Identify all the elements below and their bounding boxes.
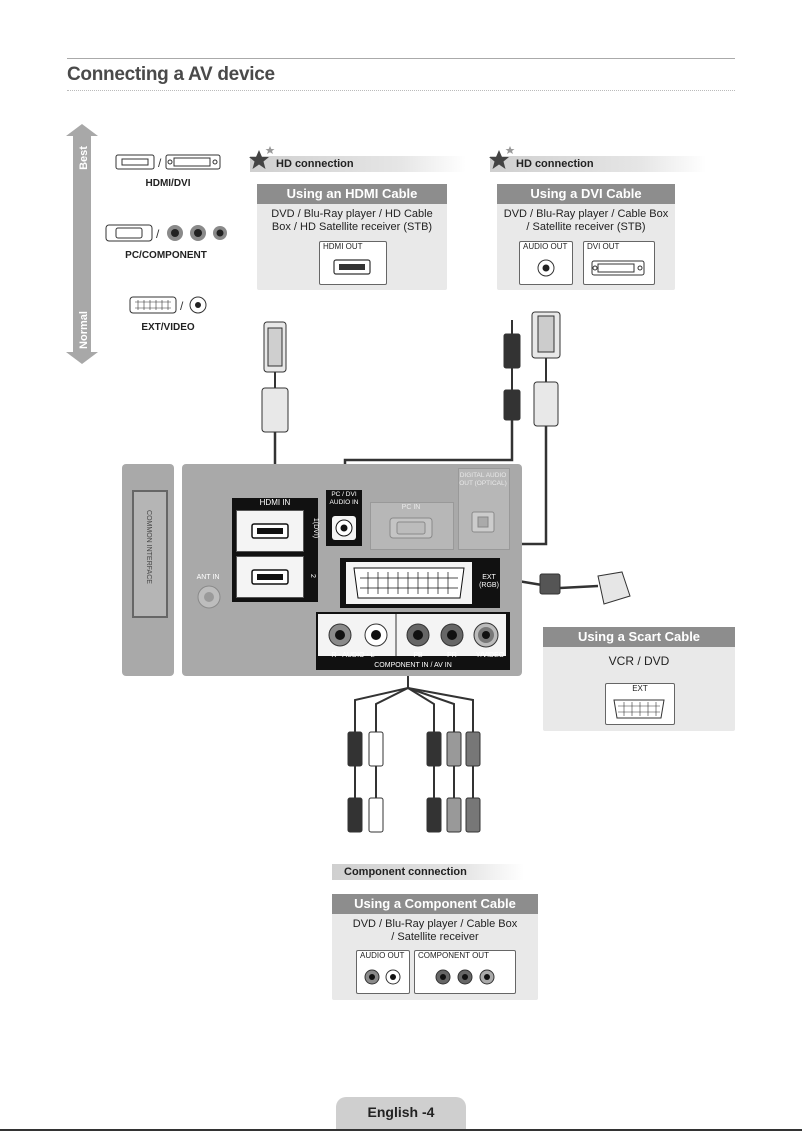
digital-audio-out-block (458, 468, 510, 550)
dvi-out-label: DVI OUT (587, 242, 620, 251)
component-plugs (347, 731, 481, 833)
component-connection-badge: Component connection (332, 864, 524, 880)
rca-jacks-icon (435, 969, 495, 985)
pc-in-label: PC IN (401, 504, 421, 511)
hdmi-2-label: 2 (309, 574, 316, 578)
title-divider (67, 90, 735, 91)
component-av-in-label: COMPONENT IN / AV IN (374, 662, 452, 669)
scart-card-heading: Using a Scart Cable (543, 627, 735, 647)
ant-in-label: ANT IN (196, 574, 220, 581)
star-icon (249, 146, 275, 169)
dvi-cable (318, 311, 561, 546)
scart-connector-icon (353, 567, 465, 599)
component-connection-label: Component connection (344, 866, 467, 878)
component-audio-out-label: AUDIO OUT (360, 951, 405, 960)
page-number-tab: English -4 (336, 1097, 466, 1129)
pc-dvi-audio-in-jack (332, 516, 356, 540)
dvi-out-port: DVI OUT (583, 241, 655, 285)
hdmi-port-icon (251, 569, 289, 585)
component-cables (354, 668, 474, 732)
audio-cable (343, 320, 521, 494)
audio-jack-icon (537, 259, 555, 277)
scart-port (346, 562, 472, 604)
dvi-card-description: DVD / Blu-Ray player / Cable Box / Satel… (503, 208, 669, 233)
scart-card-description: VCR / DVD (608, 654, 670, 668)
ext-video-label: EXT/VIDEO (141, 322, 195, 333)
ext-port-label: EXT (632, 684, 648, 693)
footer-rule (0, 1129, 802, 1131)
y-video-label: Y/VIDEO (475, 652, 505, 659)
scart-connector-icon (613, 699, 665, 719)
hdmi-out-label: HDMI OUT (323, 242, 363, 251)
audio-out-port: AUDIO OUT (519, 241, 573, 285)
optical-port-icon (471, 511, 495, 533)
digital-audio-out-label: DIGITAL AUDIO OUT (OPTICAL) (459, 472, 507, 487)
hdmi-port-icon (333, 259, 371, 275)
tv-back-panel: HDMI IN 1(DVI) 2 PC / DVI AUDIO IN PC IN… (182, 464, 522, 676)
component-out-port: COMPONENT OUT (414, 950, 516, 994)
ext-video-port-icon: / (129, 296, 207, 314)
svg-text:/: / (158, 156, 162, 170)
quality-scale-arrow (66, 124, 98, 364)
component-card-description: DVD / Blu-Ray player / Cable Box / Satel… (352, 918, 518, 943)
vga-port-icon (389, 517, 433, 539)
hdmi-out-port: HDMI OUT (319, 241, 387, 285)
audio-out-label: AUDIO OUT (523, 242, 568, 251)
page-title: Connecting a AV device (67, 64, 275, 85)
component-audio-out-port: AUDIO OUT (356, 950, 410, 994)
dvi-cable-card: Using a DVI Cable DVD / Blu-Ray player /… (497, 184, 675, 290)
hd-connection-label: HD connection (516, 158, 594, 170)
hdmi-dvi-port-icon: / (115, 154, 221, 170)
hdmi-dvi-label: HDMI/DVI (145, 178, 191, 189)
hdmi-cable-card: Using an HDMI Cable DVD / Blu-Ray player… (257, 184, 447, 290)
hdmi-in-1-port (236, 510, 304, 552)
hd-connection-label: HD connection (276, 158, 354, 170)
component-card-heading: Using a Component Cable (332, 894, 538, 914)
rca-jacks-icon (328, 614, 499, 656)
ext-port: EXT (605, 683, 675, 725)
component-av-jacks (318, 614, 506, 656)
scart-cable (511, 571, 631, 605)
component-cable-card: Using a Component Cable DVD / Blu-Ray pl… (332, 894, 538, 1000)
star-icon (489, 146, 515, 169)
dvi-hd-connection-badge: HD connection (490, 156, 706, 172)
hdmi-1-dvi-label: 1(DVI) (312, 517, 319, 539)
hdmi-in-label: HDMI IN (259, 498, 291, 507)
audio-rl-label: R - AUDIO - L (331, 652, 375, 659)
component-out-label: COMPONENT OUT (418, 951, 489, 960)
pr-label: PR (447, 652, 457, 659)
common-interface-panel: COMMON INTERFACE (122, 464, 174, 676)
dvi-card-heading: Using a DVI Cable (497, 184, 675, 204)
hdmi-port-icon (251, 523, 289, 539)
hdmi-hd-connection-badge: HD connection (250, 156, 466, 172)
svg-text:/: / (156, 227, 160, 241)
ext-rgb-label: EXT (RGB) (479, 574, 499, 589)
common-interface-label: COMMON INTERFACE (145, 510, 152, 584)
hdmi-card-heading: Using an HDMI Cable (257, 184, 447, 204)
ci-slot (132, 490, 168, 618)
hdmi-card-description: DVD / Blu-Ray player / HD Cable Box / HD… (271, 208, 433, 233)
svg-text:/: / (180, 299, 184, 313)
top-rule (67, 58, 735, 59)
dvi-port-icon (591, 260, 645, 276)
pc-component-port-icon: / (105, 224, 227, 242)
pb-label: PB (413, 652, 423, 659)
scart-cable-card: Using a Scart Cable VCR / DVD EXT (543, 627, 735, 731)
audio-jack-icon (335, 519, 353, 537)
pc-component-label: PC/COMPONENT (125, 250, 207, 261)
rca-jacks-icon (364, 969, 401, 985)
pc-dvi-audio-in-label: PC / DVI AUDIO IN (329, 491, 359, 506)
antenna-port-icon (197, 585, 221, 609)
hdmi-in-2-port (236, 556, 304, 598)
